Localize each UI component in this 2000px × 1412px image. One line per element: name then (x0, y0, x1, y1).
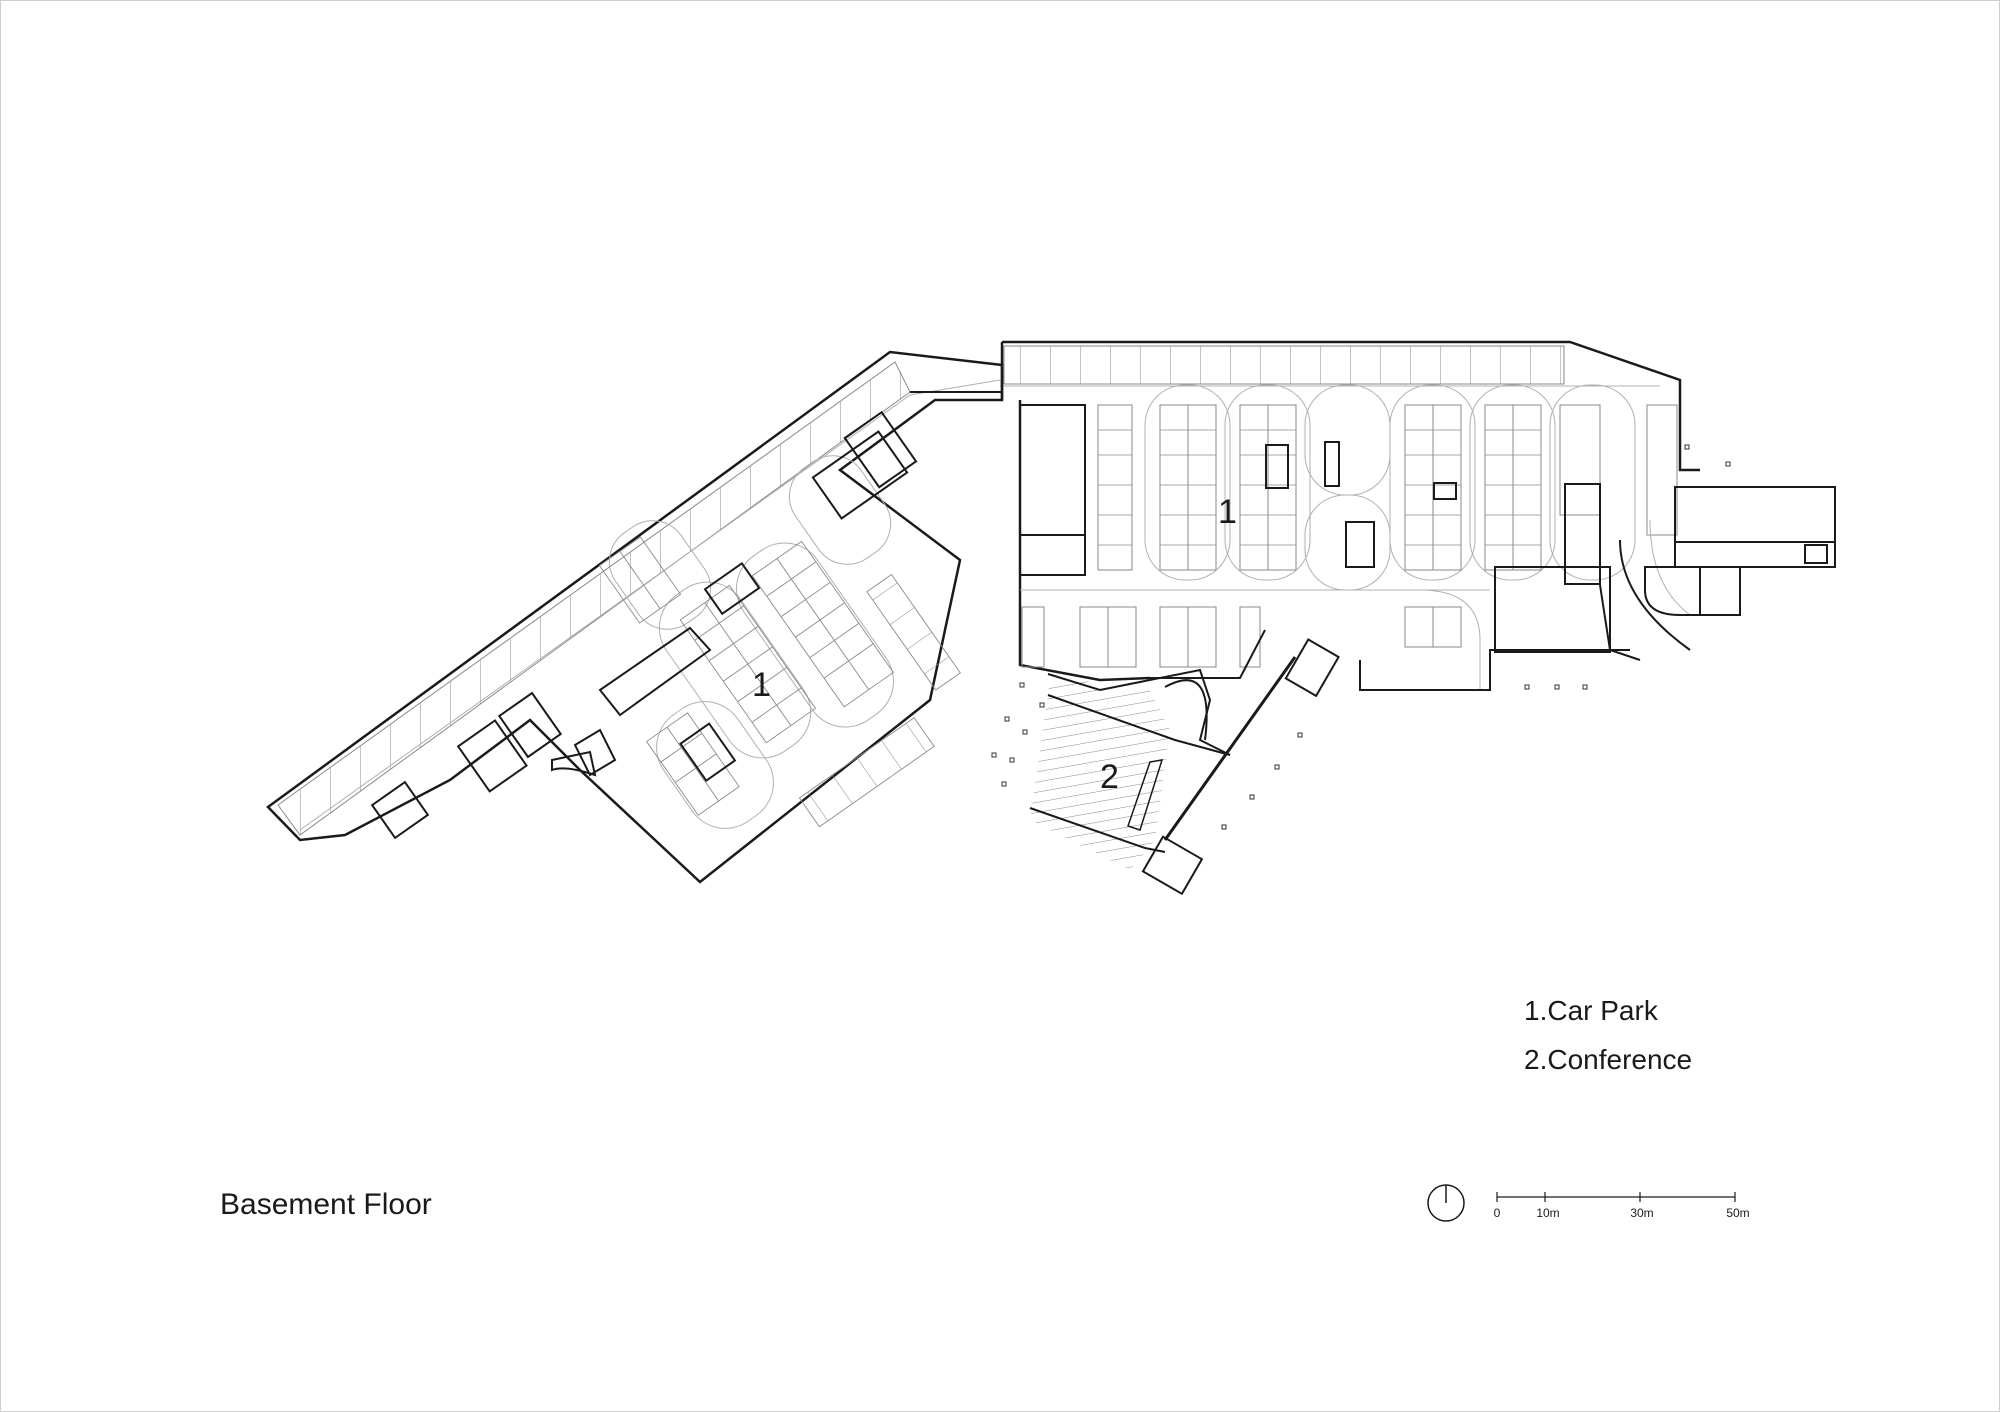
scale-bar (1496, 1192, 1736, 1202)
area-label-conference: 2 (1100, 758, 1119, 796)
drawing-title: Basement Floor (220, 1188, 432, 1221)
scale-tick-0: 0 (1493, 1206, 1501, 1220)
scale-tick-30m: 30m (1630, 1206, 1654, 1220)
legend-item-conference: 2.Conference (1524, 1044, 1693, 1075)
east-annex (1644, 486, 1836, 616)
area-label-car-park-west: 1 (752, 666, 771, 704)
scale-tick-50m: 50m (1726, 1206, 1750, 1220)
east-car-park (1000, 340, 1700, 691)
west-car-park (266, 350, 1004, 884)
north-arrow-icon (1427, 1184, 1465, 1222)
scale-tick-10m: 10m (1536, 1206, 1560, 1220)
area-label-car-park-east: 1 (1218, 493, 1237, 531)
site-columns (991, 444, 1731, 830)
legend-item-car-park: 1.Car Park (1524, 995, 1658, 1026)
conference-hall (1029, 638, 1340, 896)
